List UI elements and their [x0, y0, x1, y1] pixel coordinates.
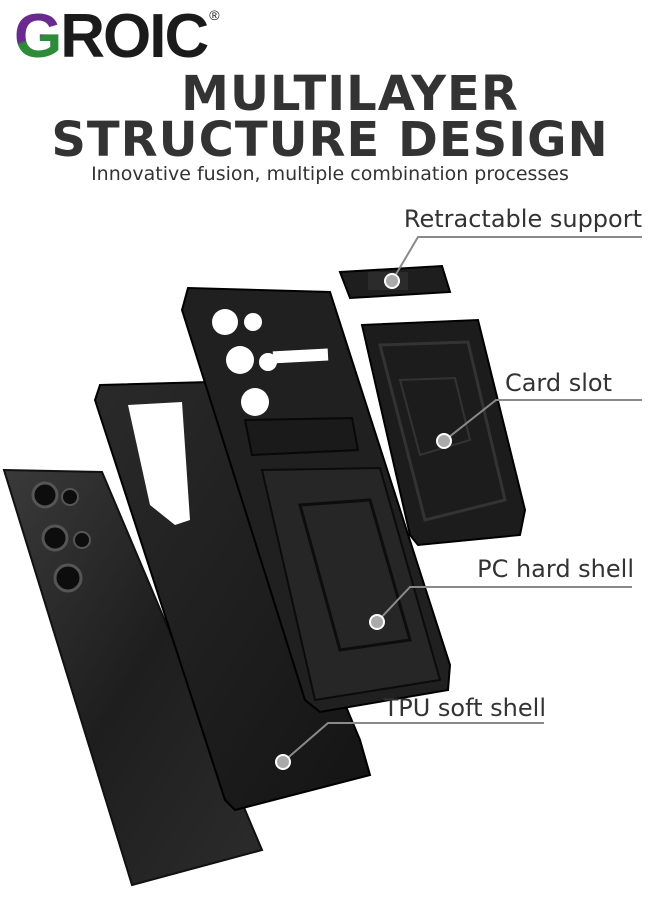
- card-slot: [360, 318, 527, 547]
- camera-lens-icon: [73, 531, 91, 549]
- camera-lens-icon: [31, 481, 59, 509]
- camera-lens-icon: [61, 488, 79, 506]
- pc-hard-shell: [180, 286, 452, 714]
- headline-line-2: STRUCTURE DESIGN: [51, 112, 609, 168]
- leader-line-card: [443, 399, 642, 442]
- label-tpu-soft-shell: TPU soft shell: [383, 694, 546, 722]
- callout-dots: [275, 273, 452, 770]
- registered-mark: ®: [209, 7, 220, 23]
- camera-lens-icon: [41, 524, 69, 552]
- callout-dot-icon: [369, 614, 385, 630]
- leader-line-retractable: [391, 236, 642, 282]
- logo-letters: ROIC: [60, 2, 209, 71]
- leader-line-tpu: [282, 722, 544, 763]
- subtitle: Innovative fusion, multiple combination …: [91, 163, 569, 185]
- headline-line-1: MULTILAYER: [181, 66, 519, 122]
- label-pc-hard-shell: PC hard shell: [477, 555, 634, 583]
- camera-lens-icon: [53, 563, 83, 593]
- leader-line-pc: [376, 586, 632, 623]
- callout-dot-icon: [436, 433, 452, 449]
- phone-body: [2, 468, 264, 887]
- leader-lines: [282, 236, 642, 763]
- label-retractable-support: Retractable support: [403, 205, 642, 233]
- callout-dot-icon: [384, 273, 400, 289]
- logo-letter-g: G: [14, 2, 62, 71]
- label-card-slot: Card slot: [504, 369, 612, 397]
- callout-dot-icon: [275, 754, 291, 770]
